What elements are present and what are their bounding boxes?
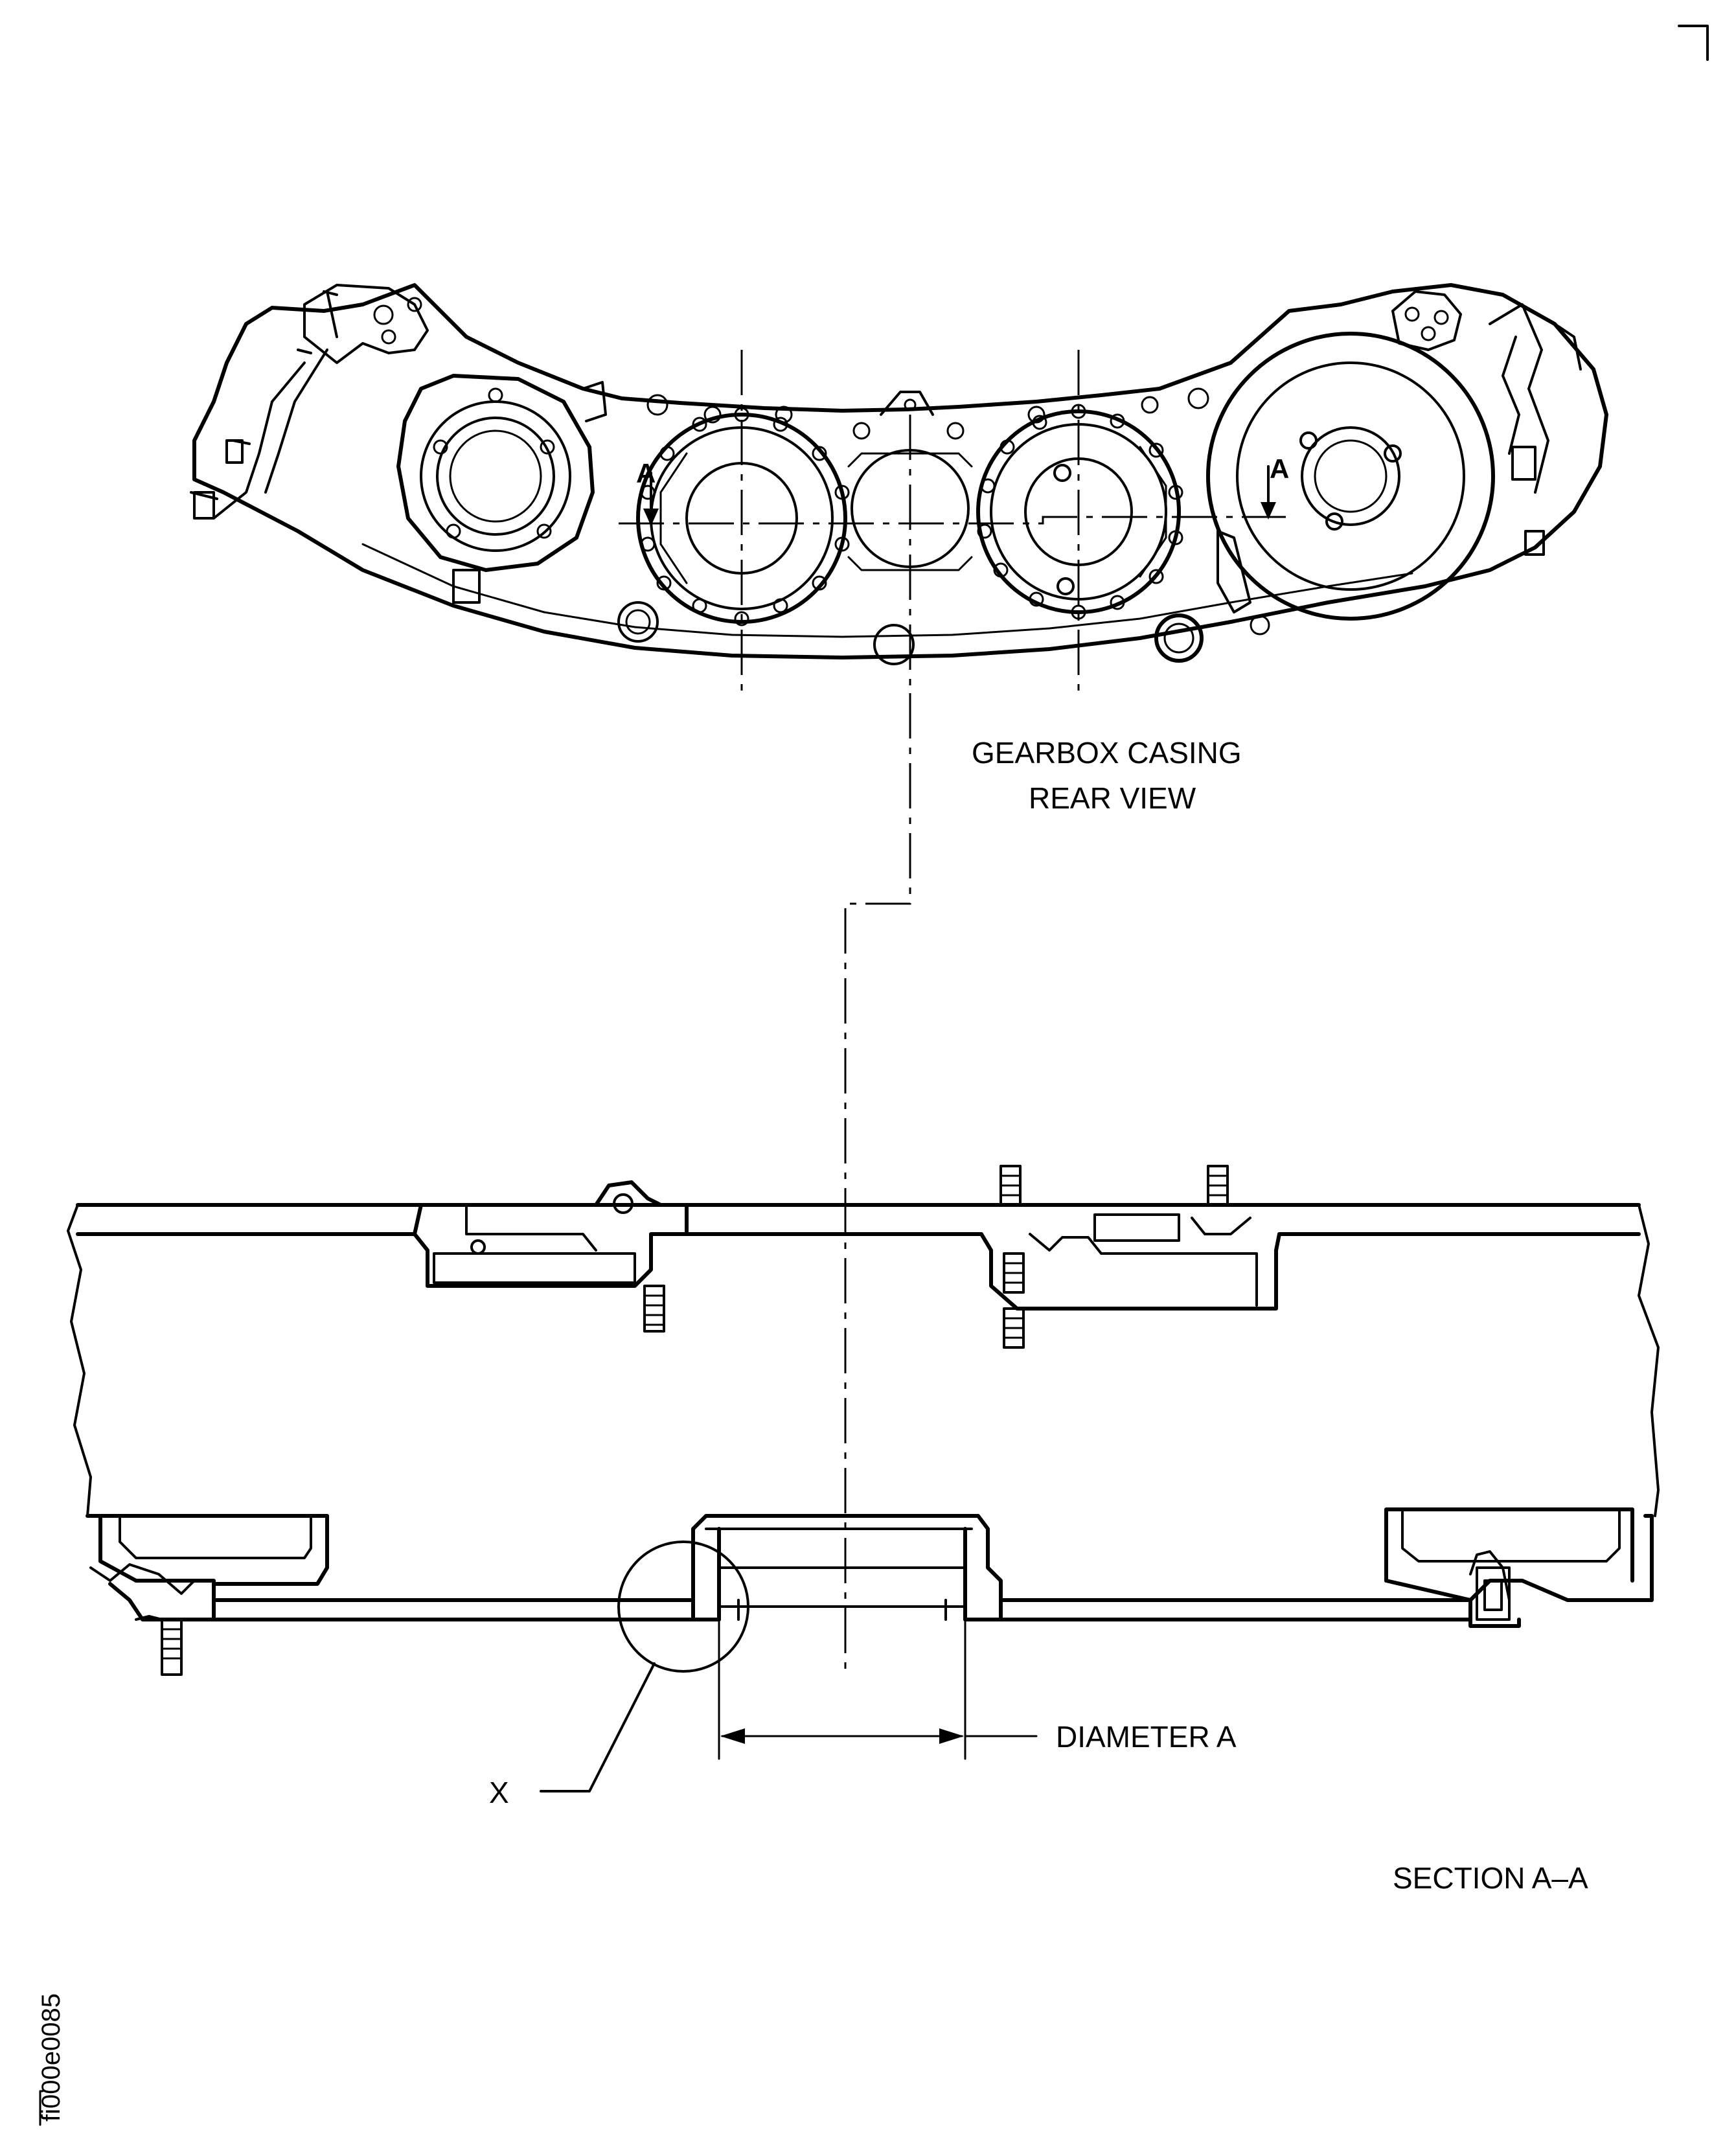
- gearbox-rear-view: [190, 283, 1608, 693]
- corner-crop-mark: [1678, 25, 1709, 61]
- gearbox-section-view: [67, 1165, 1660, 1792]
- diameter-label: DIAMETER A: [1056, 1720, 1237, 1754]
- section-marker-right: A: [1270, 453, 1289, 484]
- section-cut-line: A A: [619, 453, 1289, 526]
- projection-line: [844, 693, 911, 1671]
- section-marker-left: A: [636, 458, 656, 488]
- figure-id: fi000e0085: [37, 1993, 65, 2126]
- detail-x-label: X: [489, 1776, 509, 1809]
- rear-view-title-line2: REAR VIEW: [1029, 781, 1196, 815]
- figure-id-text: fi000e0085: [37, 1993, 65, 2122]
- rear-view-title-line1: GEARBOX CASING: [972, 736, 1242, 770]
- section-title: SECTION A–A: [1393, 1861, 1588, 1895]
